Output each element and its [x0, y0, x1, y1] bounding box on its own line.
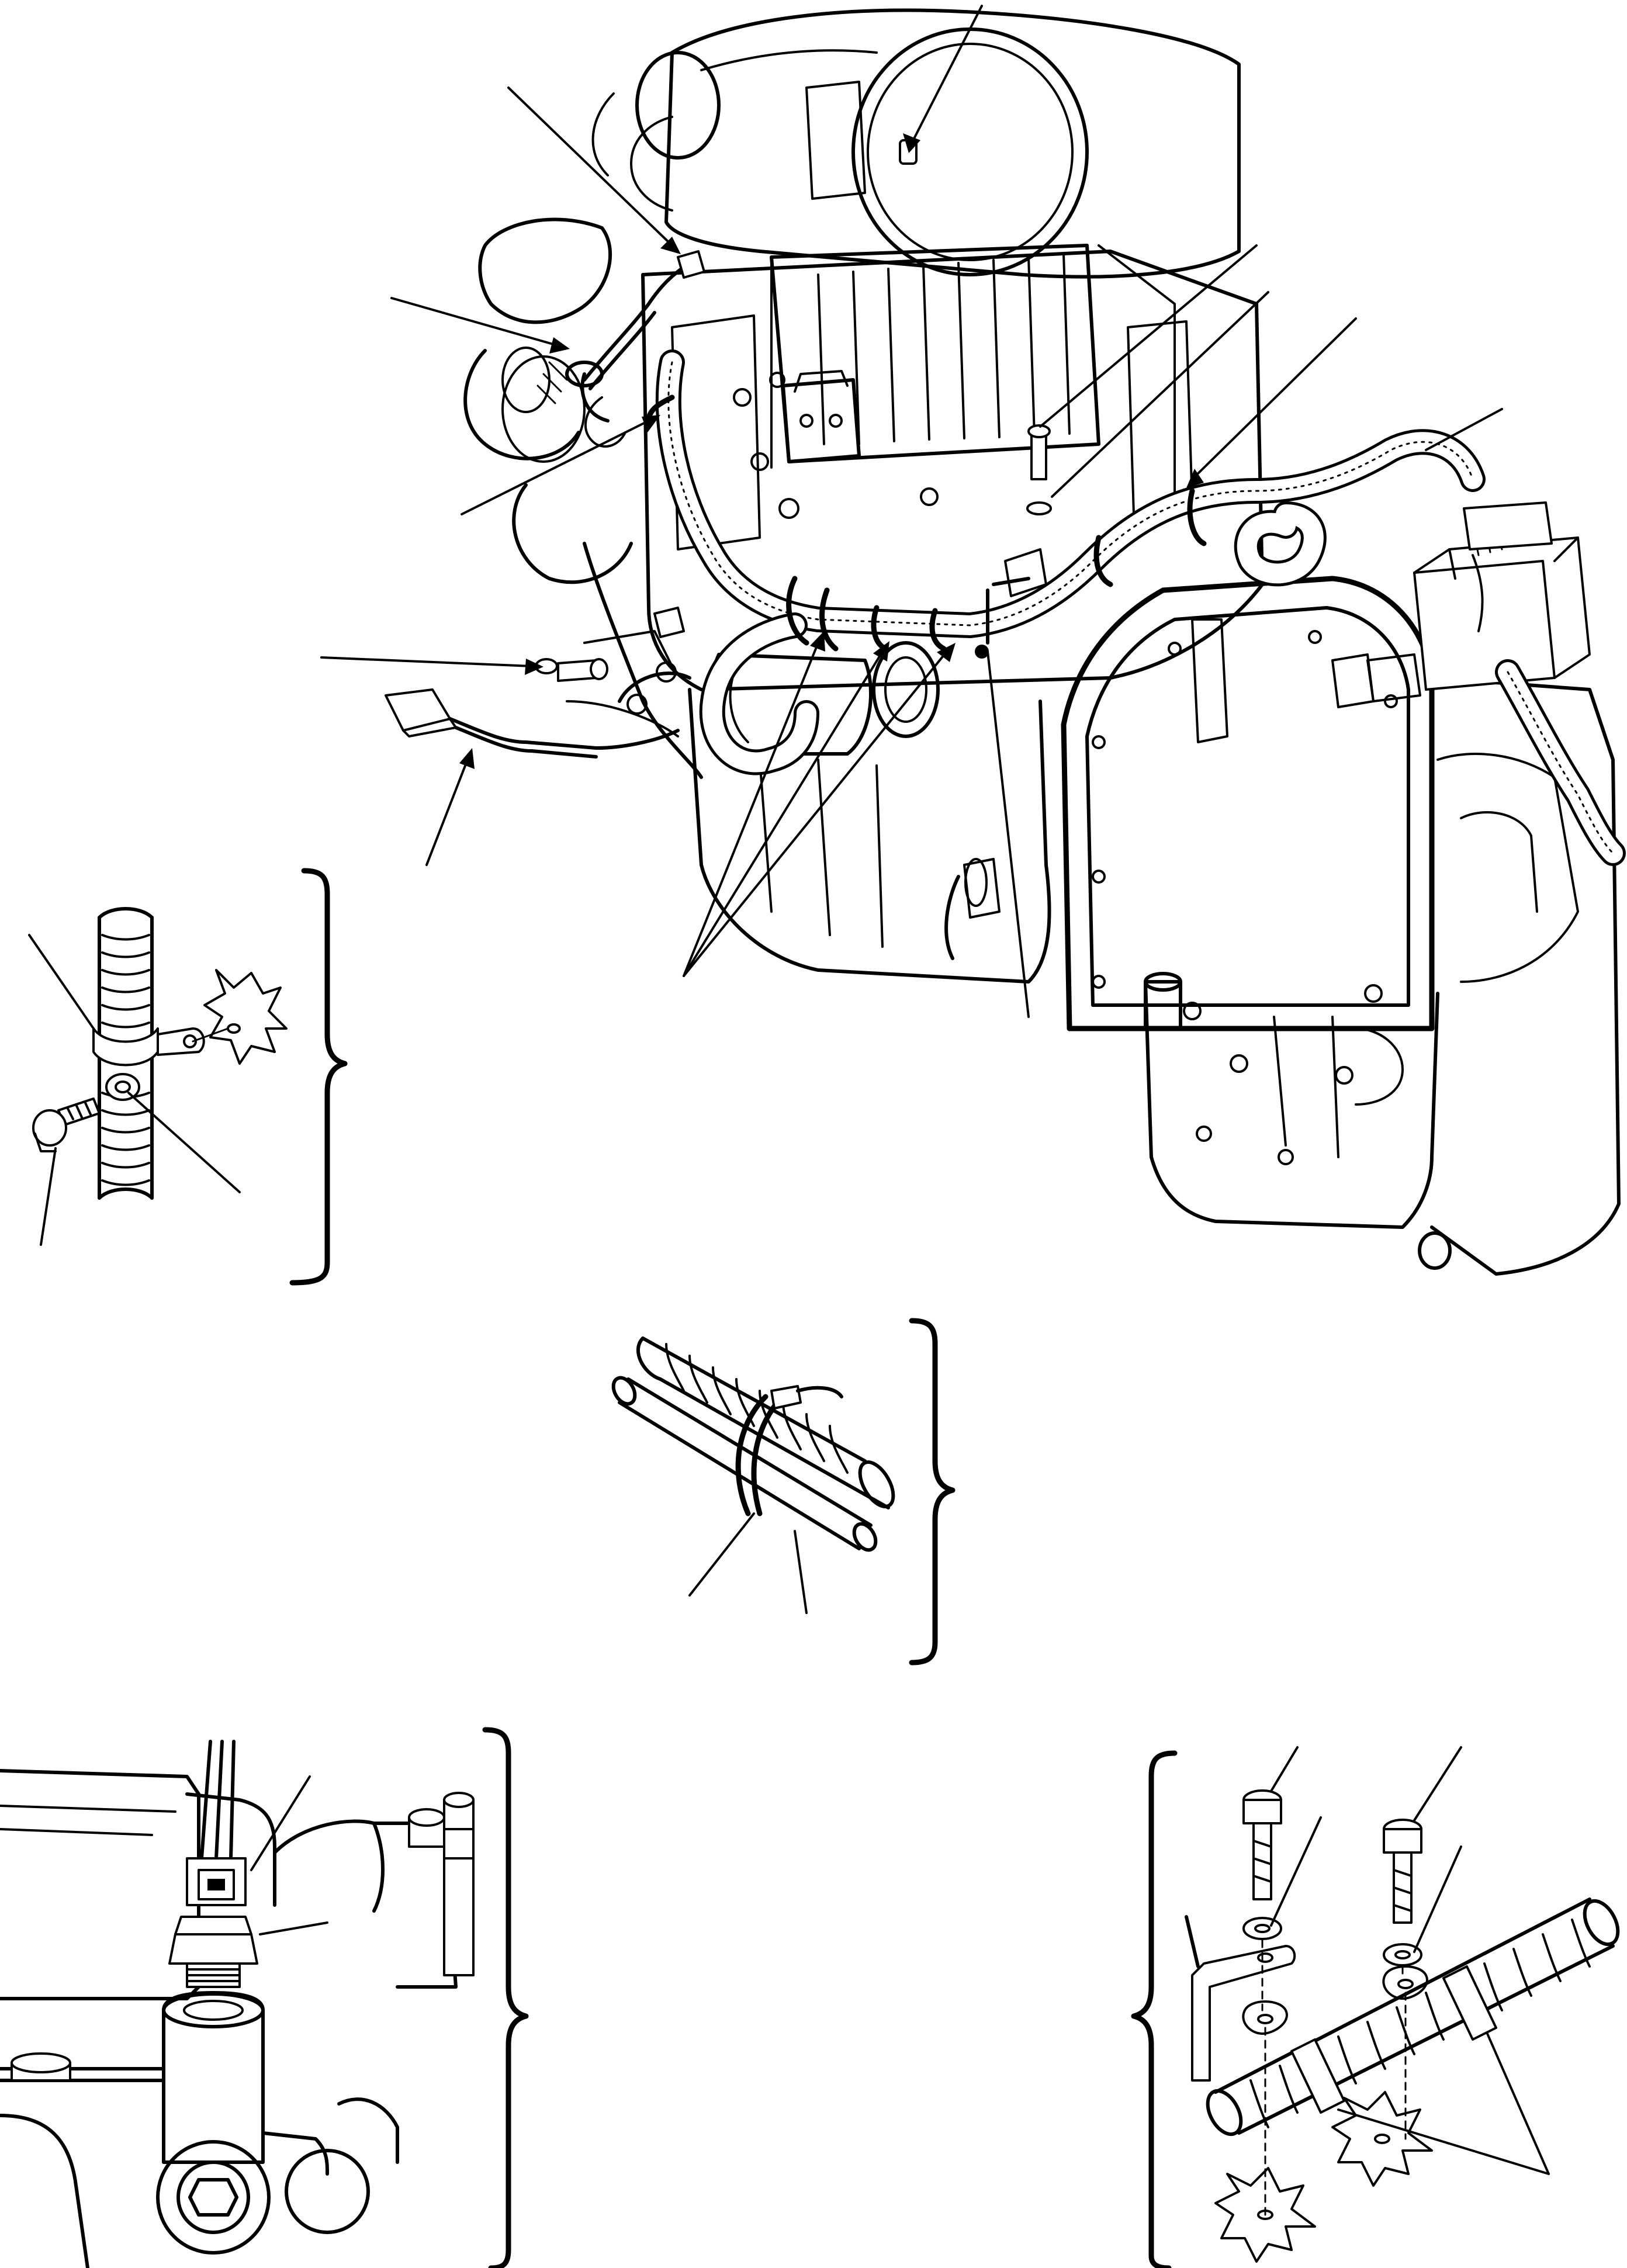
air-cleaner: [591, 8, 1241, 279]
control-unit: [1413, 501, 1591, 691]
sensor-detail-view: [0, 1727, 529, 2268]
bracket-detail-view: [1131, 1746, 1620, 2268]
leader-lines: [320, 5, 1503, 1018]
cooling-fan: [463, 217, 633, 584]
clamp-detail-view: [28, 868, 348, 1286]
cable-tie-detail-view: [611, 1318, 956, 1665]
wiring-harness: [565, 250, 1626, 866]
mounting-plate: [535, 607, 691, 715]
engine-assembly-view: [320, 5, 1626, 1276]
harness-plug: [385, 688, 680, 759]
